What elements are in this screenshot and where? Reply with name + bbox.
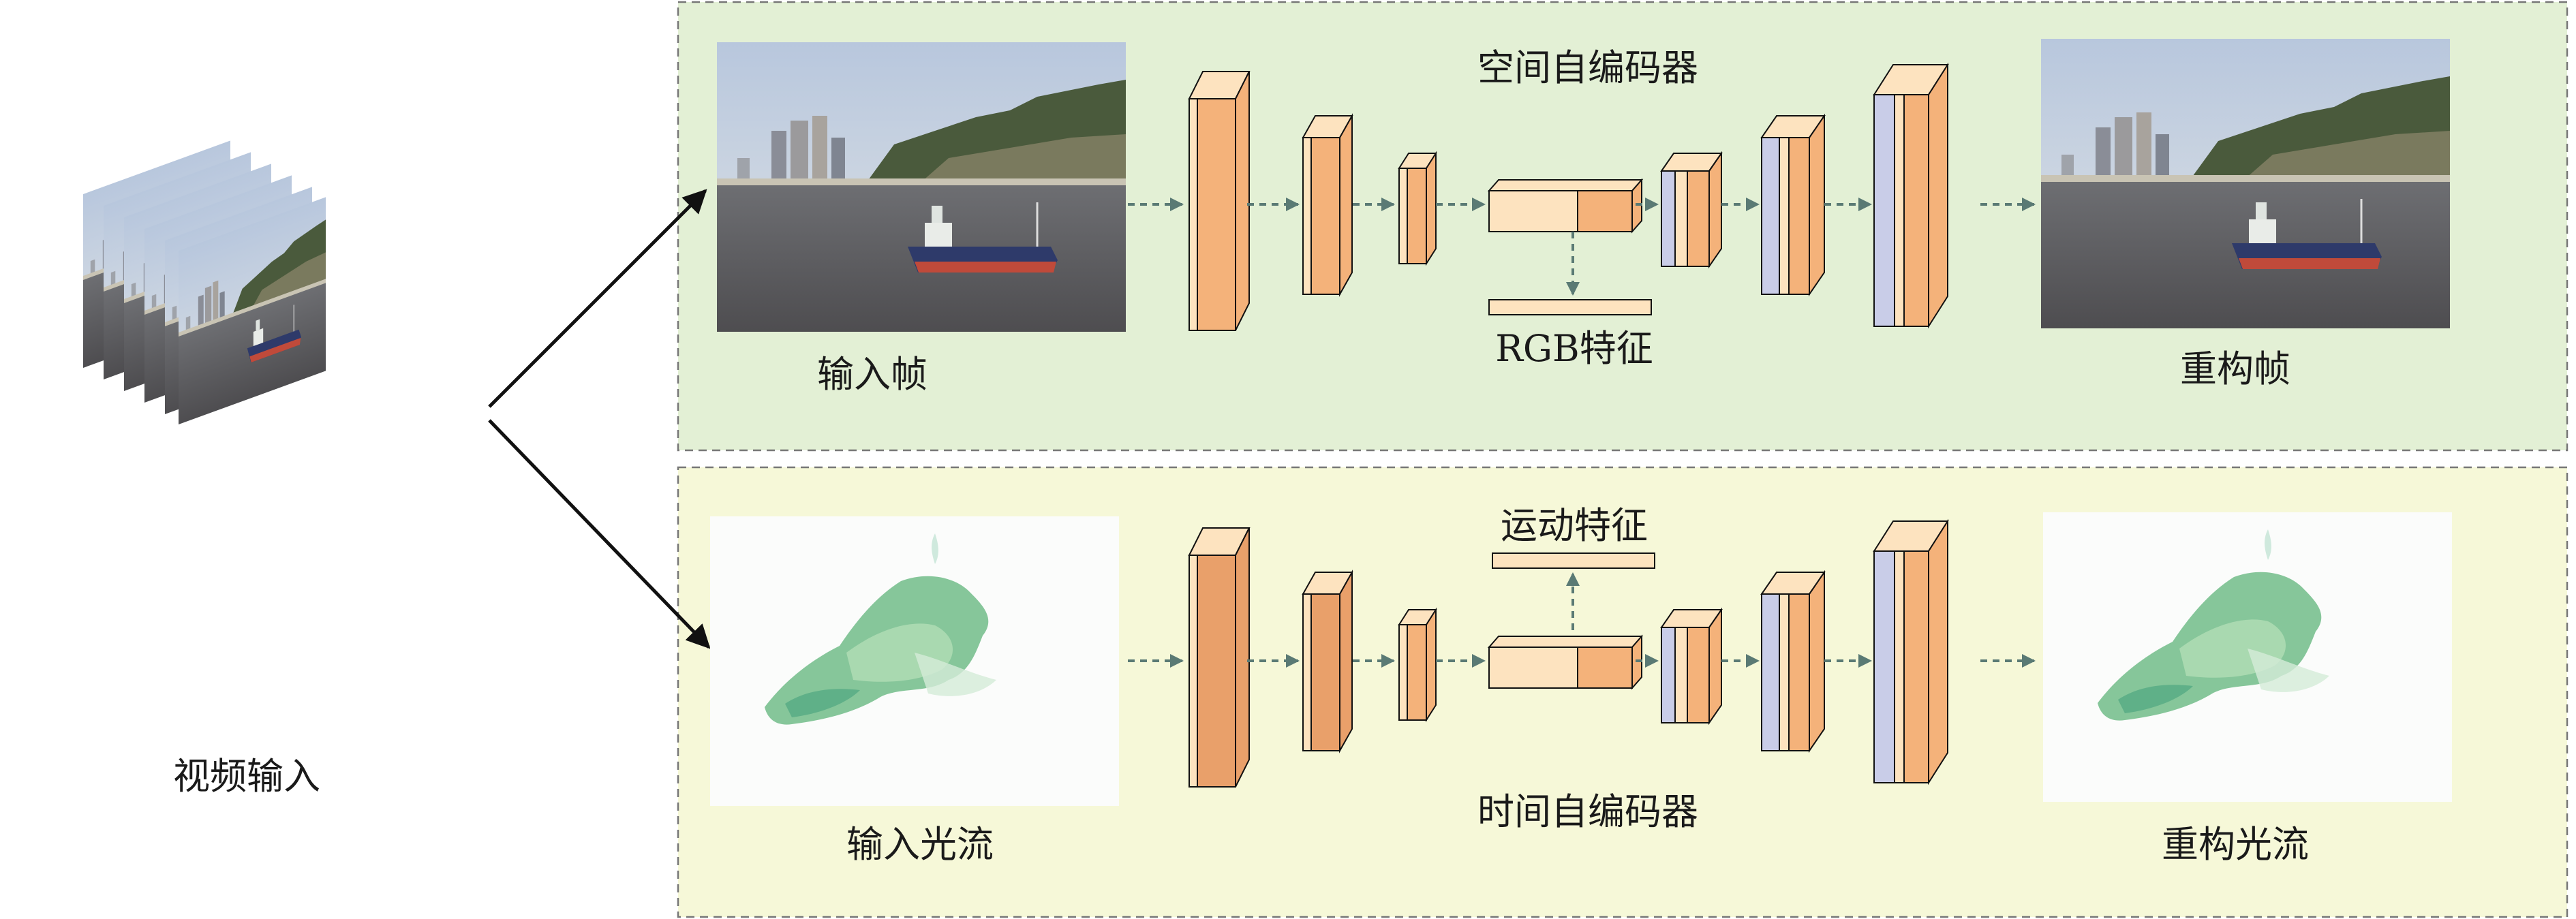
dec-layer-3 bbox=[1873, 518, 1949, 785]
temporal-autoencoder-network bbox=[1128, 518, 2036, 788]
enc-layer-3-side bbox=[1426, 607, 1437, 723]
rgb-feature-label: RGB特征 bbox=[1495, 327, 1653, 370]
enc-layer-3-slab-0 bbox=[1398, 624, 1408, 721]
video-frame-stack-icon bbox=[82, 140, 326, 425]
input-optical-flow-image bbox=[710, 516, 1119, 806]
reconstructed-optical-flow-image bbox=[2043, 512, 2452, 802]
video-input-label: 视频输入 bbox=[173, 755, 320, 798]
input-frame-label: 输入帧 bbox=[817, 353, 927, 396]
dec-layer-2-side bbox=[1809, 113, 1825, 297]
branch-arrow-spatial bbox=[488, 189, 707, 408]
enc-layer-1-slab-0 bbox=[1189, 98, 1198, 331]
enc-layer-1 bbox=[1188, 527, 1251, 788]
dec-layer-2-slab-2 bbox=[1788, 593, 1810, 751]
motion-feature-bar bbox=[1492, 552, 1655, 569]
dec-layer-3-slab-2 bbox=[1903, 94, 1929, 327]
enc-layer-3-slab-1 bbox=[1407, 168, 1427, 264]
dec-layer-3-slab-0 bbox=[1873, 550, 1895, 783]
reconstructed-flow-label: 重构光流 bbox=[2162, 823, 2309, 866]
enc-layer-1-side bbox=[1235, 71, 1250, 331]
enc-layer-2-side bbox=[1339, 113, 1353, 297]
enc-layer-2-slab-0 bbox=[1302, 593, 1312, 751]
dec-layer-3-slab-1 bbox=[1894, 550, 1905, 783]
dec-layer-1-slab-1 bbox=[1674, 627, 1688, 723]
reconstructed-frame-photo bbox=[2040, 37, 2451, 330]
dec-layer-1-slab-2 bbox=[1687, 627, 1710, 723]
input-frame-photo bbox=[716, 41, 1127, 333]
dec-layer-3-slab-0 bbox=[1873, 94, 1895, 327]
bottleneck-tail bbox=[1577, 647, 1633, 689]
dec-layer-1-slab-1 bbox=[1674, 170, 1688, 267]
enc-layer-1 bbox=[1188, 71, 1251, 331]
enc-layer-2-slab-1 bbox=[1310, 593, 1340, 751]
spatial-autoencoder-title: 空间自编码器 bbox=[1477, 46, 1698, 89]
dec-layer-1-slab-0 bbox=[1661, 627, 1676, 723]
bottleneck-tail bbox=[1577, 190, 1633, 232]
enc-layer-3-slab-1 bbox=[1407, 624, 1427, 721]
motion-feature-label: 运动特征 bbox=[1501, 504, 1648, 547]
branch-arrow-temporal bbox=[488, 419, 711, 649]
enc-layer-1-slab-0 bbox=[1189, 555, 1198, 788]
dec-layer-2-slab-2 bbox=[1788, 137, 1810, 295]
enc-layer-2-slab-1 bbox=[1310, 137, 1340, 295]
dec-layer-2-slab-1 bbox=[1779, 593, 1790, 751]
dec-layer-2 bbox=[1760, 113, 1826, 297]
dec-layer-2-slab-0 bbox=[1761, 593, 1780, 751]
enc-layer-2-slab-0 bbox=[1302, 137, 1312, 295]
enc-layer-1-side bbox=[1235, 527, 1250, 788]
dec-layer-3-side bbox=[1928, 62, 1948, 329]
enc-layer-2 bbox=[1302, 570, 1353, 753]
dec-layer-2-slab-1 bbox=[1779, 137, 1790, 295]
dec-layer-1-side bbox=[1708, 151, 1722, 269]
enc-layer-3-slab-0 bbox=[1398, 168, 1408, 264]
dec-layer-3-side bbox=[1928, 518, 1948, 785]
dec-layer-3 bbox=[1873, 62, 1949, 329]
dec-layer-1-slab-2 bbox=[1687, 170, 1710, 267]
dec-layer-1 bbox=[1660, 151, 1723, 269]
enc-layer-1-slab-1 bbox=[1197, 98, 1236, 331]
reconstructed-frame-label: 重构帧 bbox=[2180, 347, 2290, 390]
bottleneck-front bbox=[1488, 190, 1578, 232]
dec-layer-2-slab-0 bbox=[1761, 137, 1780, 295]
enc-layer-3-side bbox=[1426, 151, 1437, 266]
enc-layer-2-side bbox=[1339, 570, 1353, 753]
bottleneck-top bbox=[1487, 179, 1644, 191]
dec-layer-2 bbox=[1760, 570, 1826, 753]
dec-layer-1-slab-0 bbox=[1661, 170, 1676, 267]
dec-layer-3-slab-1 bbox=[1894, 94, 1905, 327]
temporal-autoencoder-title: 时间自编码器 bbox=[1477, 790, 1698, 833]
bottleneck-front bbox=[1488, 647, 1578, 689]
dec-layer-1-side bbox=[1708, 607, 1722, 726]
enc-layer-1-slab-1 bbox=[1197, 555, 1236, 788]
input-flow-label: 输入光流 bbox=[846, 823, 994, 866]
dec-layer-3-slab-2 bbox=[1903, 550, 1929, 783]
bottleneck-top bbox=[1487, 636, 1644, 648]
dec-layer-2-side bbox=[1809, 570, 1825, 753]
spatial-autoencoder-network bbox=[1128, 62, 2036, 331]
enc-layer-3 bbox=[1398, 607, 1437, 723]
enc-layer-2 bbox=[1302, 113, 1353, 297]
dec-layer-1 bbox=[1660, 607, 1723, 726]
rgb-feature-bar bbox=[1488, 299, 1652, 315]
enc-layer-3 bbox=[1398, 151, 1437, 266]
